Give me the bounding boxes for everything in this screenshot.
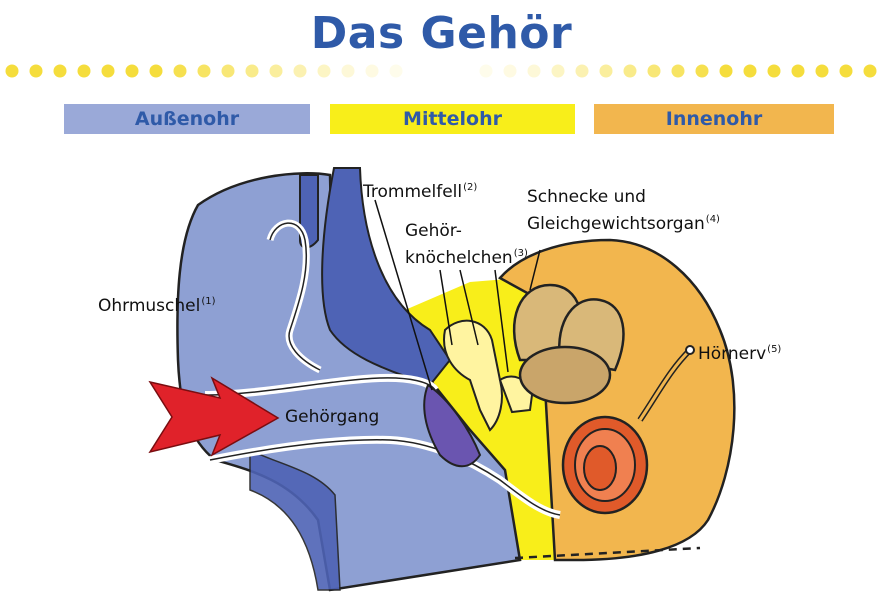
label-ohrmuschel: Ohrmuschel(1) [98,292,216,316]
label-schnecke-line1: Schnecke und [527,188,646,207]
label-knochel-line1: Gehör- [405,222,462,241]
label-knochel-line2: knöchelchen(3) [405,244,528,268]
cochlea [563,417,647,513]
label-gehoergang: Gehörgang [285,408,379,427]
label-hoernerv: Hörnerv(5) [698,340,781,364]
label-trommelfell: Trommelfell(2) [363,178,477,202]
label-schnecke-line2: Gleichgewichtsorgan(4) [527,210,720,234]
